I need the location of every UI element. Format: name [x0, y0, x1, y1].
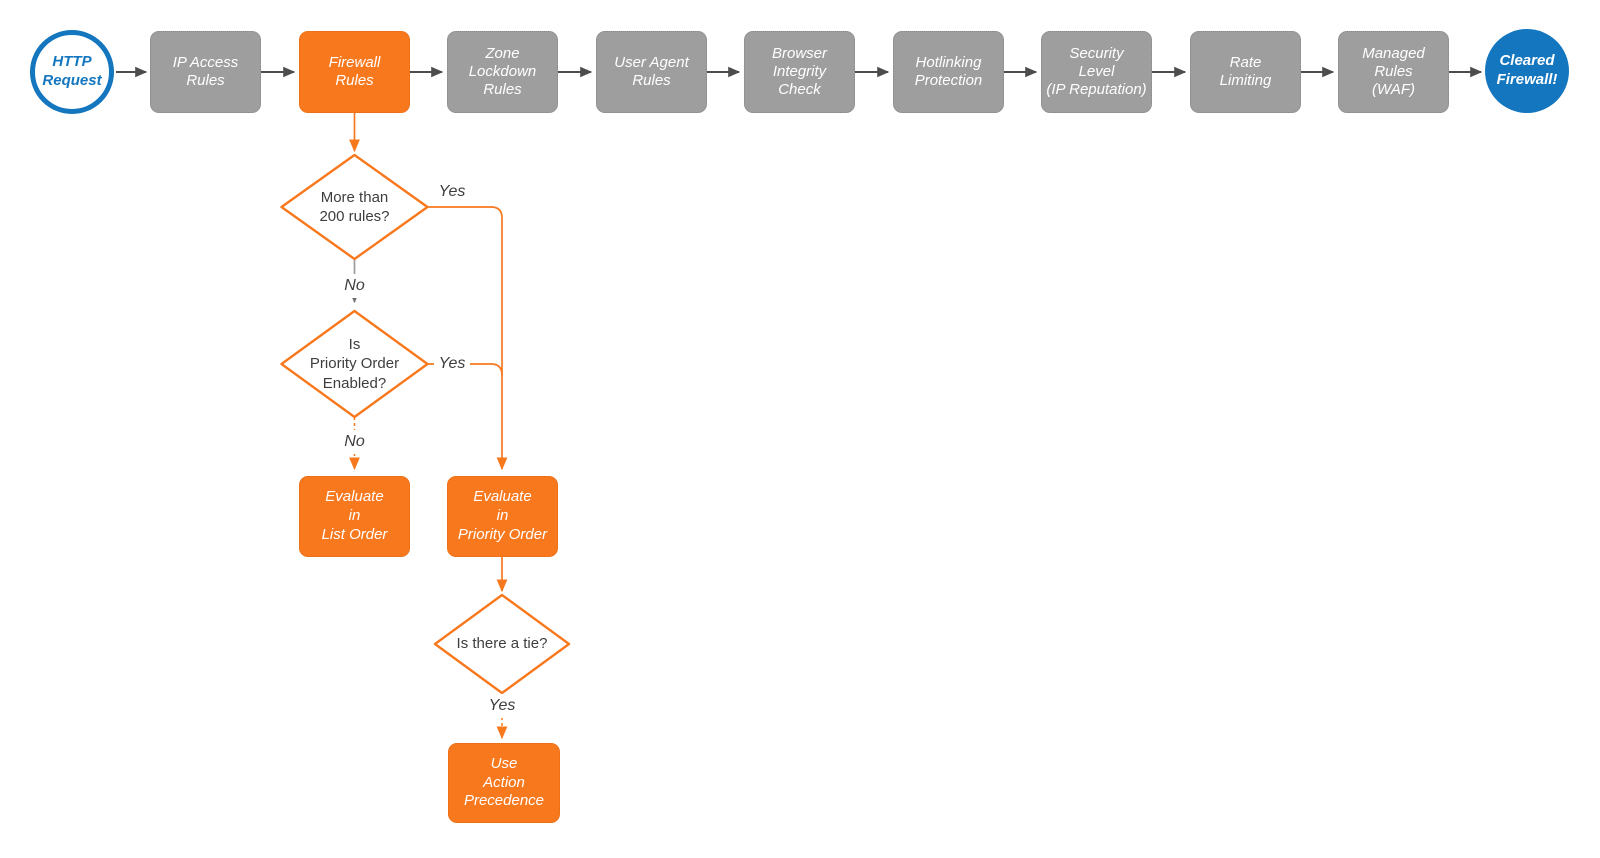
edge-label-priority-no: No: [334, 430, 375, 454]
decision-priority-order-shape: [280, 309, 429, 419]
action-evaluate-priority-order: Evaluate in Priority Order: [447, 476, 558, 557]
action-label: Use Action Precedence: [463, 754, 545, 810]
edge-priority-yes: [427, 363, 503, 376]
step-user-agent-rules: User Agent Rules: [596, 31, 707, 113]
step-browser-integrity-check: Browser Integrity Check: [744, 31, 855, 113]
edge-rule-count-yes: [427, 206, 508, 471]
decision-tie-label: Is there a tie?: [456, 635, 548, 653]
step-label: Managed Rules (WAF): [1362, 44, 1425, 99]
start-node-label: HTTP Request: [42, 53, 102, 89]
decision-tie-shape: [433, 593, 571, 695]
step-ip-access-rules: IP Access Rules: [150, 31, 261, 113]
step-label: Security Level (IP Reputation): [1046, 44, 1147, 99]
decision-rule-count-shape: [280, 153, 429, 261]
decision-rule-count-label: More than 200 rules?: [319, 188, 390, 225]
step-label: IP Access Rules: [172, 53, 239, 89]
step-label: User Agent Rules: [614, 53, 689, 89]
step-security-level: Security Level (IP Reputation): [1041, 31, 1152, 113]
step-label: Zone Lockdown Rules: [468, 44, 537, 99]
step-zone-lockdown-rules: Zone Lockdown Rules: [447, 31, 558, 113]
action-use-action-precedence: Use Action Precedence: [448, 743, 560, 823]
start-node-http-request: HTTP Request: [30, 30, 114, 114]
end-node-cleared-firewall: Cleared Firewall!: [1485, 29, 1569, 113]
edge-label-tie-yes: Yes: [479, 694, 525, 718]
edge-label-rule-count-yes: Yes: [429, 180, 475, 204]
step-hotlinking-protection: Hotlinking Protection: [893, 31, 1004, 113]
edge-label-priority-yes: Yes: [434, 352, 470, 376]
end-node-label: Cleared Firewall!: [1496, 52, 1558, 88]
action-evaluate-list-order: Evaluate in List Order: [299, 476, 410, 557]
step-managed-rules-waf: Managed Rules (WAF): [1338, 31, 1449, 113]
step-label: Firewall Rules: [328, 53, 381, 89]
step-rate-limiting: Rate Limiting: [1190, 31, 1301, 113]
step-label: Browser Integrity Check: [771, 44, 827, 99]
step-label: Hotlinking Protection: [914, 53, 983, 89]
step-firewall-rules: Firewall Rules: [299, 31, 410, 113]
action-label: Evaluate in Priority Order: [457, 488, 548, 543]
action-label: Evaluate in List Order: [321, 488, 388, 543]
edge-label-rule-count-no: No: [332, 274, 377, 298]
step-label: Rate Limiting: [1219, 53, 1272, 89]
decision-priority-order-label: Is Priority Order Enabled?: [309, 336, 400, 392]
